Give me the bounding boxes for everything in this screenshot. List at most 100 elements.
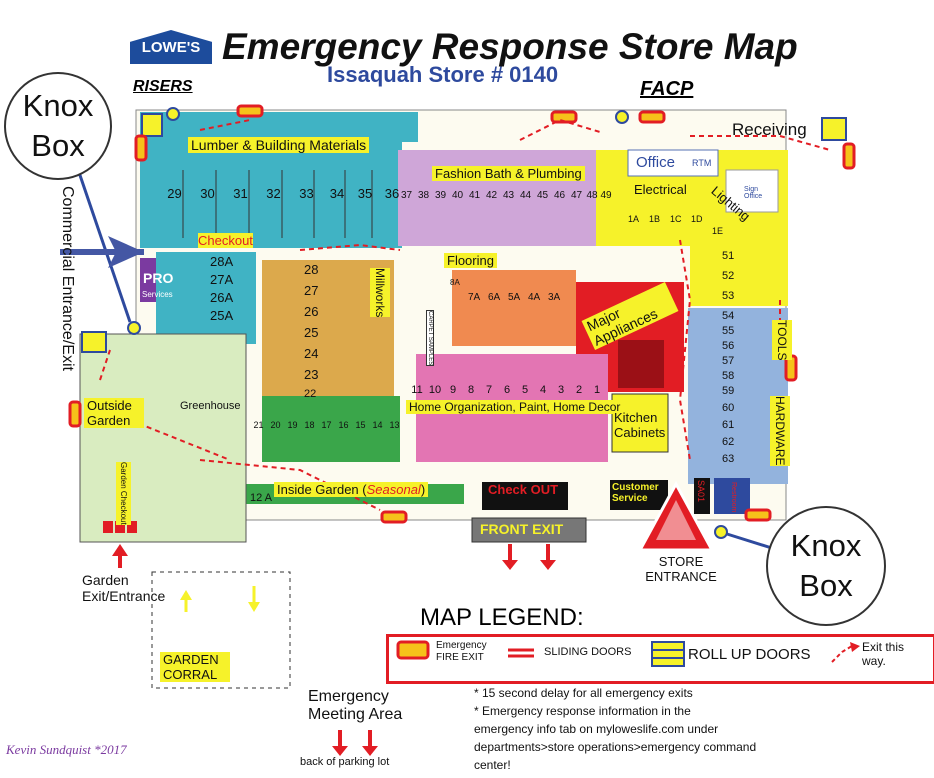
aisle-number: 53 [722, 290, 735, 302]
home-org-aisles: 11 10 9 8 7 6 5 4 3 2 1 [408, 384, 606, 396]
risers-label: RISERS [133, 78, 193, 95]
restroom-label: Restroom [730, 482, 737, 513]
sign-office-label: Sign Office [744, 186, 763, 200]
aisle-number: 44 [519, 190, 532, 201]
store-subtitle: Issaquah Store # 0140 [327, 62, 559, 87]
aisle-number: 42 [485, 190, 498, 201]
garden-checkout-label: Garden Checkout [116, 462, 131, 525]
checkout-left-label: Checkout [198, 233, 253, 248]
logo-text: LOWE'S [141, 38, 201, 56]
aisle-number: 41 [468, 190, 481, 201]
aisle-number: 61 [722, 419, 735, 431]
aisle-number: 62 [722, 436, 735, 448]
sa01-label: SA01 [696, 480, 706, 503]
aisle-number: 33 [299, 186, 314, 201]
aisle-number: 19 [287, 420, 298, 430]
aisle-number: 35 [357, 186, 373, 201]
aisle-number: 1E [712, 226, 724, 236]
aisle-number: 55 [722, 325, 735, 337]
aisle-number: 51 [722, 250, 735, 262]
aisle-number: 59 [722, 385, 735, 397]
aisle-number: 4 [539, 384, 547, 396]
facp-label: FACP [640, 78, 694, 100]
inside-garden-prefix: Inside Garden ( [277, 482, 367, 497]
aisle-number: 46 [553, 190, 566, 201]
aisle-number: 60 [722, 402, 735, 414]
aisle-number: 31 [233, 186, 248, 201]
aisle-number: 1D [691, 214, 703, 224]
aisle-number: 13 [389, 420, 400, 430]
pro-label: PRO [143, 270, 174, 286]
legend-fire-exit-line1: Emergency [436, 640, 487, 651]
garden-exit-label: Garden Exit/Entrance [82, 572, 166, 604]
electrical-label: Electrical [634, 182, 687, 197]
signature: Kevin Sundquist *2017 [6, 742, 127, 757]
legend-exit-way-line1: Exit this [862, 640, 905, 654]
aisle-number: 3A [548, 292, 561, 303]
aisle-number: 47 [570, 190, 583, 201]
legend-title: MAP LEGEND: [420, 604, 584, 631]
fashion-aisles: 37 38 39 40 41 42 43 44 45 46 47 48 49 [398, 190, 613, 201]
aisle-number: 9 [449, 384, 457, 396]
kitchen-label: Kitchen Cabinets [614, 410, 666, 440]
tools-label: TOOLS [772, 320, 792, 361]
carpet-label: CARPET SAMPLES [426, 310, 434, 367]
aisle-number: 7 [485, 384, 493, 396]
knox-box-bottom: Knox Box [766, 506, 886, 626]
flooring-label: Flooring [444, 253, 497, 268]
aisle-number: 40 [451, 190, 464, 201]
aisle-number: 36 [384, 186, 400, 201]
aisle-number: 32 [266, 186, 281, 201]
commercial-entrance-label: Commercial Entrance/Exit [59, 186, 76, 371]
rtm-label: RTM [692, 158, 712, 168]
inside-garden-seasonal: Seasonal [366, 482, 421, 497]
hardware-label: HARDWARE [770, 396, 790, 466]
note-line: center! [474, 758, 511, 772]
aisle-number: 56 [722, 340, 735, 352]
legend-fire-exit-line2: FIRE EXIT [436, 652, 484, 663]
note-line: * 15 second delay for all emergency exit… [474, 686, 693, 700]
page-title: Emergency Response Store Map [222, 26, 798, 67]
garden-aisles: 21 20 19 18 17 16 15 14 13 [250, 420, 403, 430]
aisle-number: 34 [329, 186, 345, 201]
note-line: emergency info tab on myloweslife.com un… [474, 722, 719, 736]
aisle-number: 21 [253, 420, 264, 430]
flooring-aisles: 8A 7A 6A 5A 4A 3A [450, 278, 568, 303]
aisle-number: 27A [210, 272, 234, 287]
aisle-number: 1C [670, 214, 682, 224]
aisle-number: 15 [355, 420, 366, 430]
aisle-number: 2 [575, 384, 583, 396]
customer-service-label: Customer Service [612, 482, 659, 504]
aisle-number: 18 [304, 420, 315, 430]
greenhouse-label: Greenhouse [180, 400, 241, 412]
aisle-number: 29 [167, 186, 182, 201]
aisle-number: 52 [722, 270, 735, 282]
aisle-number: 20 [270, 420, 281, 430]
home-org-label: Home Organization, Paint, Home Decor [406, 400, 624, 414]
check-out-label: Check OUT [488, 482, 559, 497]
aisle-number: 16 [338, 420, 349, 430]
left-a-aisles: 28A 27A 26A 25A [210, 254, 233, 326]
aisle-number: 1B [649, 214, 661, 224]
legend-rollup: ROLL UP DOORS [688, 646, 811, 663]
millworks-aisles: 28 27 26 25 24 23 22 [304, 262, 319, 400]
aisle-number: 8 [467, 384, 475, 396]
aisle-number: 5A [508, 292, 521, 303]
aisle-number: 37 [400, 190, 413, 201]
lumber-zone [140, 112, 402, 248]
aisle-number: 39 [434, 190, 447, 201]
aisle-number: 26 [304, 304, 319, 319]
electrical-aisles: 1A 1B 1C 1D 1E [628, 214, 733, 236]
back-lot-label: back of parking lot [300, 756, 390, 768]
aisle-number: 22 [304, 388, 317, 400]
aisle-number: 8A [450, 278, 460, 287]
aisle-number: 24 [304, 346, 319, 361]
aisle-number: 17 [321, 420, 332, 430]
aisle-number: 38 [417, 190, 430, 201]
aisle-number: 25A [210, 308, 234, 323]
legend-exit-way-line2: way. [862, 654, 886, 668]
lumber-label: Lumber & Building Materials [188, 137, 370, 153]
knox-box-bottom-label: Knox Box [790, 528, 862, 603]
